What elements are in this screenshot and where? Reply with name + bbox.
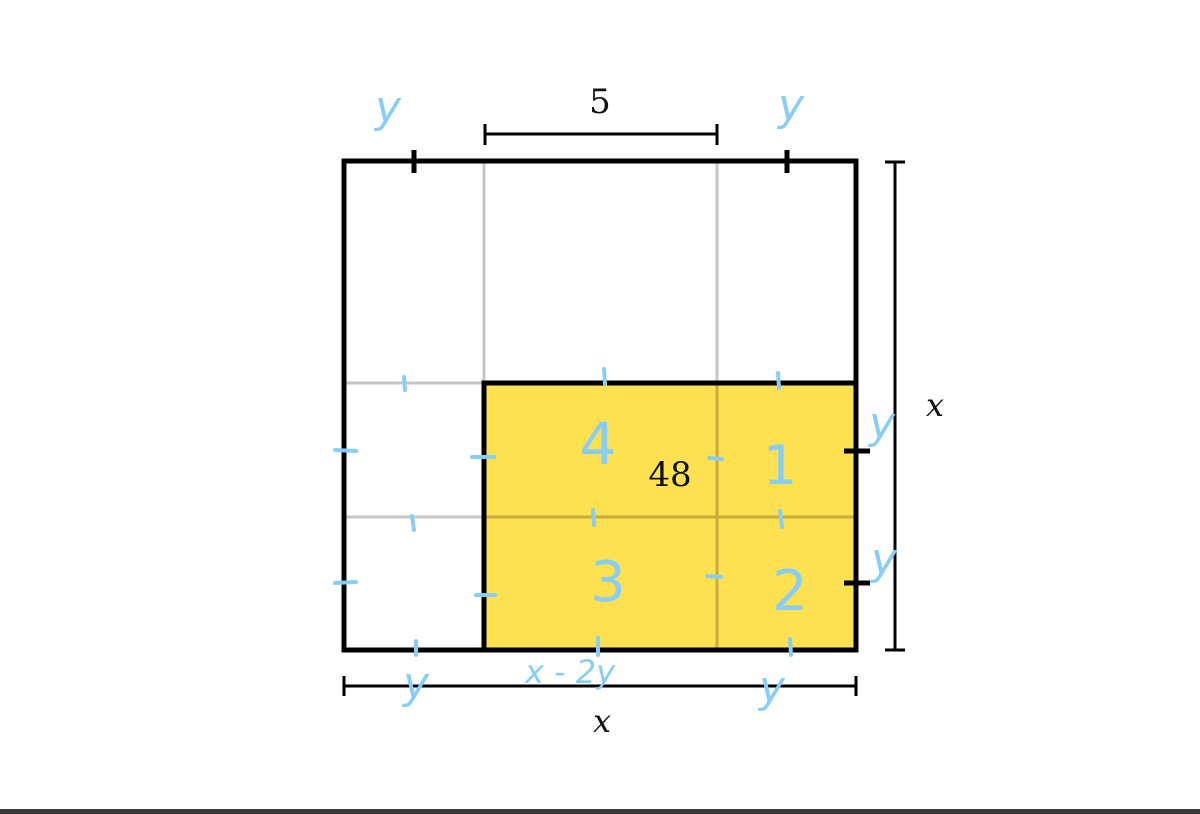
annotation-right-lower: y xyxy=(869,534,898,585)
area-label: 48 xyxy=(648,455,691,495)
annotation-cell-lower-left: 3 xyxy=(590,550,626,615)
annotation-cell-upper-left: 4 xyxy=(580,410,617,478)
right-side-label: x xyxy=(926,386,944,424)
grid-lines-inside-rectangle xyxy=(484,383,856,650)
bottom-side-dimension xyxy=(342,676,858,696)
annotation-bottom-right: y xyxy=(757,662,786,713)
right-side-dimension xyxy=(885,160,905,652)
edge-ticks xyxy=(411,150,870,586)
bottom-divider xyxy=(0,809,1200,814)
inner-rectangle-outline xyxy=(481,380,856,650)
annotation-top-left: y xyxy=(373,82,402,133)
bottom-side-label: x xyxy=(593,702,611,740)
handwritten-dashes xyxy=(333,367,793,657)
annotation-cell-lower-right: 2 xyxy=(772,559,808,624)
annotation-top-right: y xyxy=(776,80,805,131)
annotation-bottom-left: y xyxy=(401,658,430,709)
top-width-dimension xyxy=(483,124,719,145)
annotation-bottom-middle: x - 2y xyxy=(524,653,616,691)
top-width-label: 5 xyxy=(589,82,611,122)
annotation-cell-upper-right: 1 xyxy=(763,434,797,497)
annotation-right-upper: y xyxy=(867,398,896,449)
